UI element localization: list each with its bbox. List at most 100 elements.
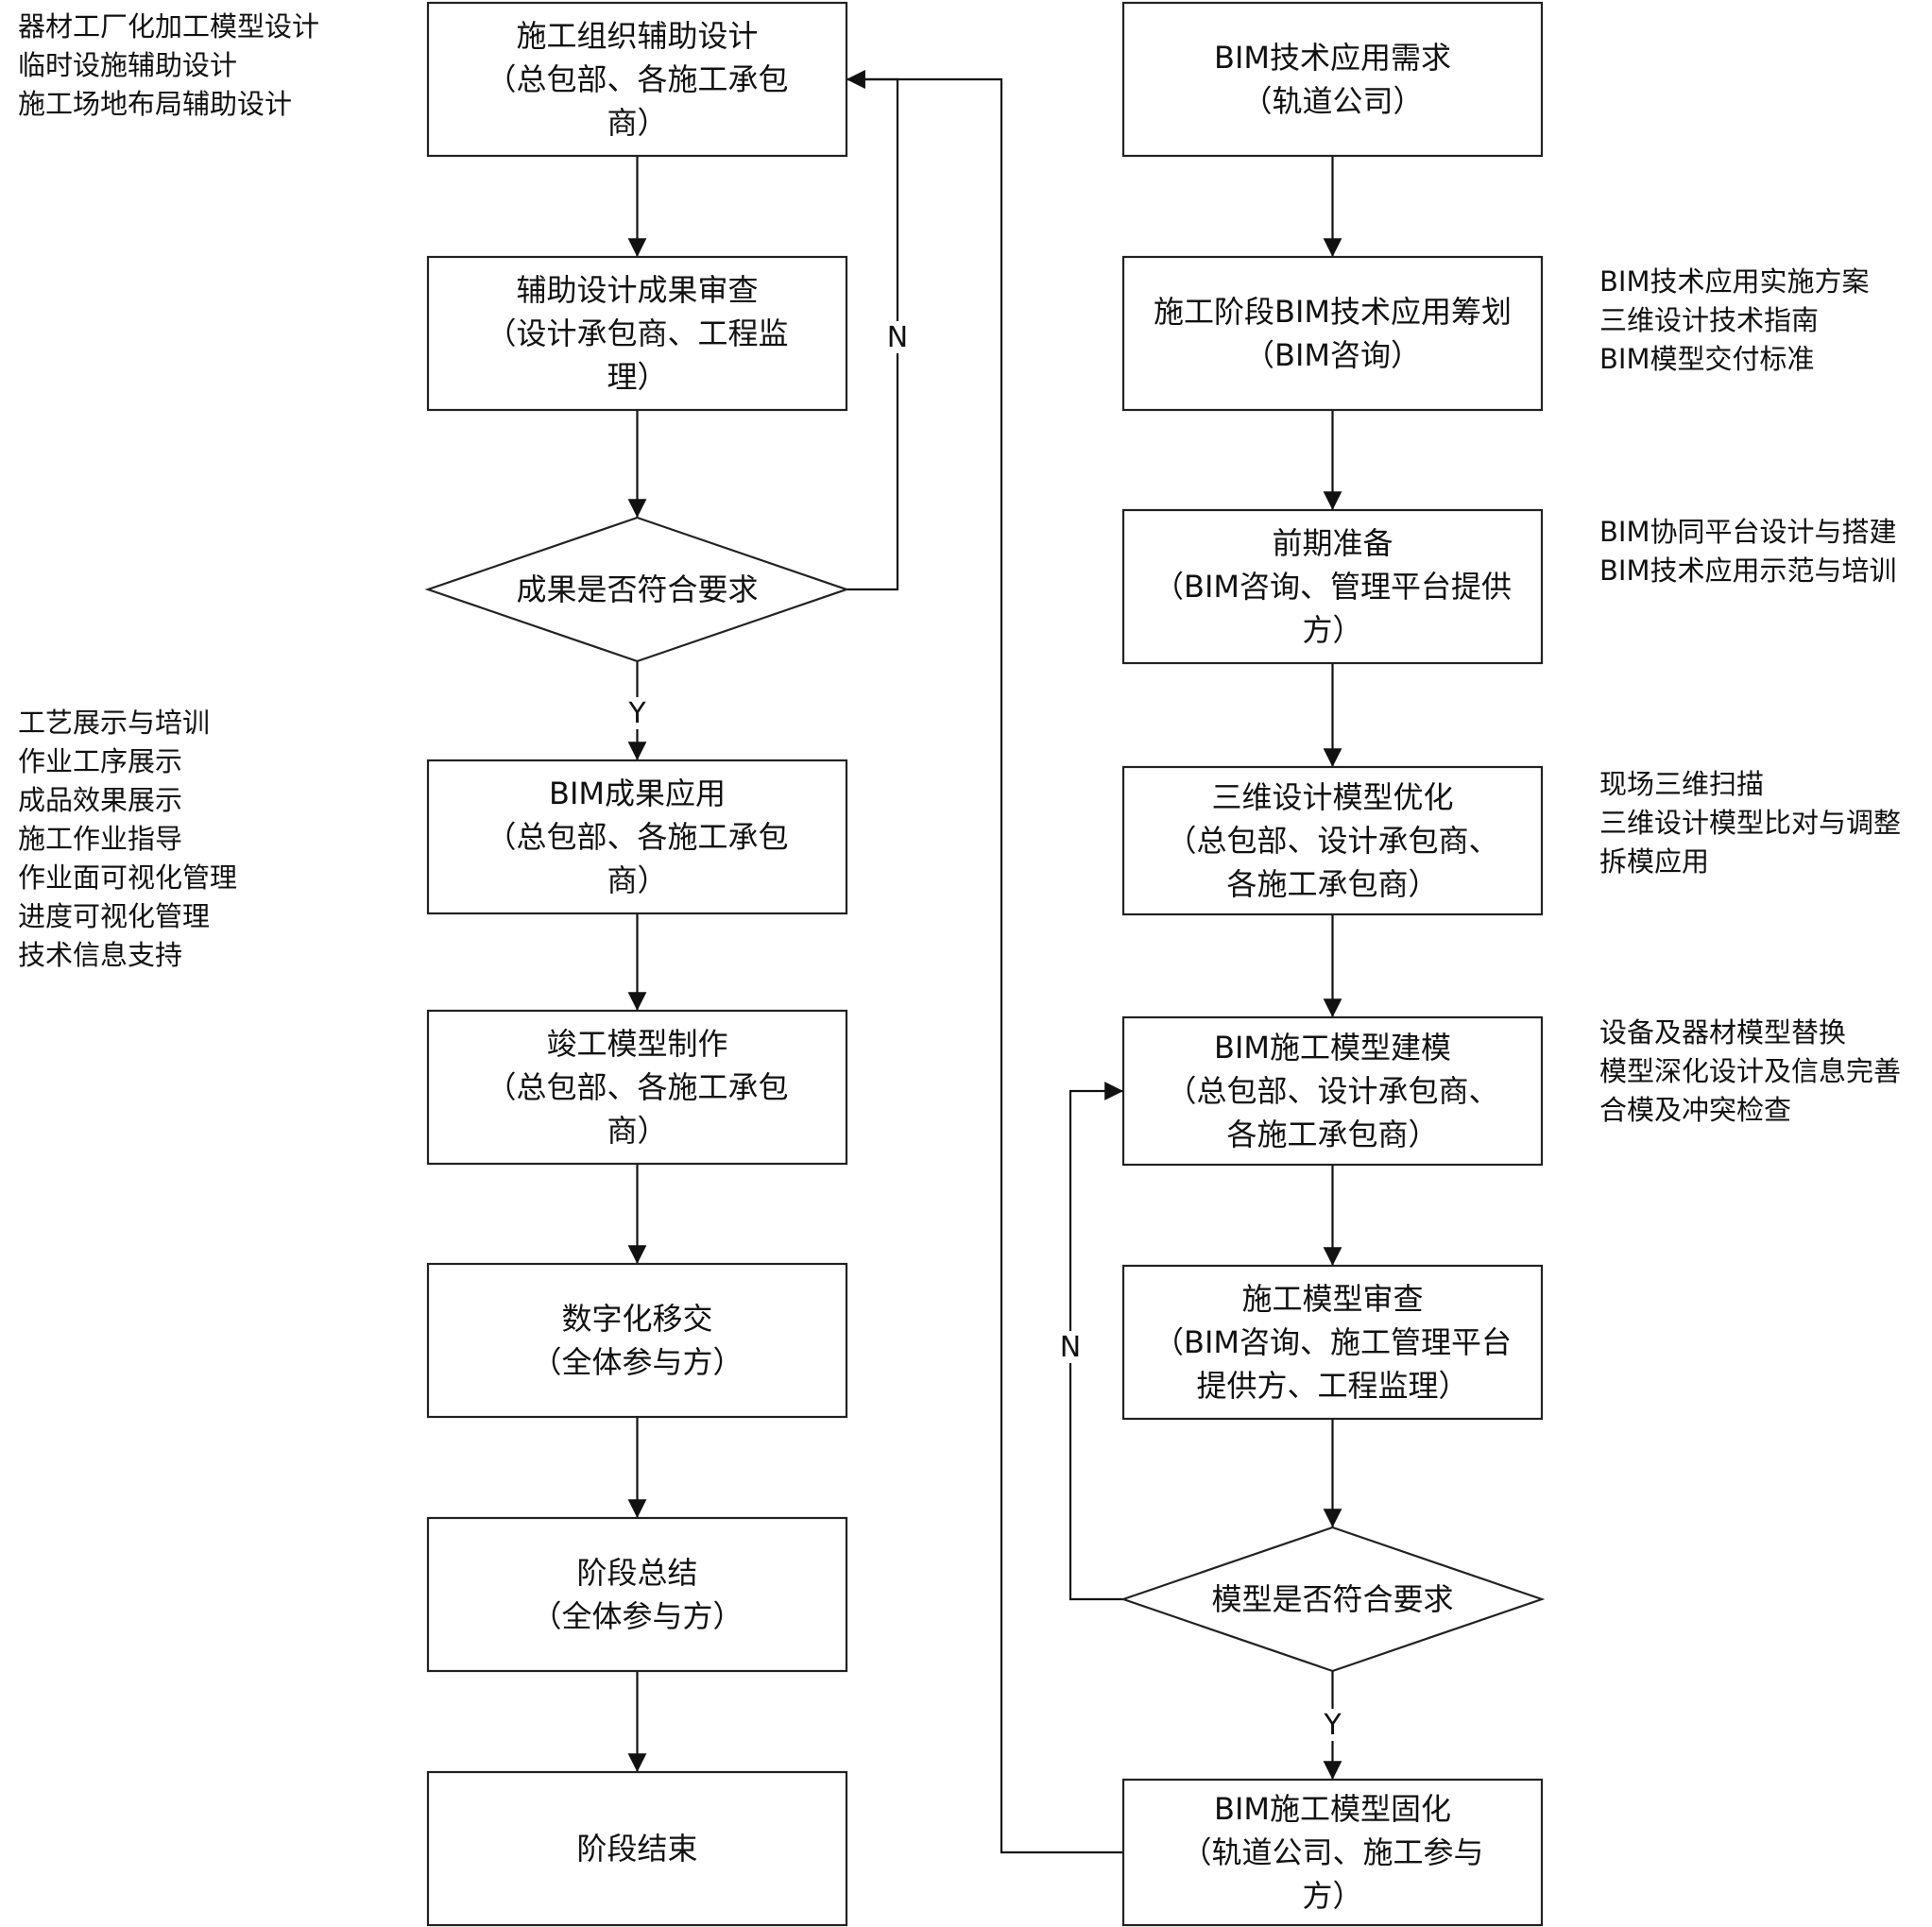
note-line: BIM技术应用示范与培训 [1599, 554, 1897, 587]
node-label-line: 辅助设计成果审查 [516, 272, 758, 308]
note-line: BIM技术应用实施方案 [1599, 265, 1870, 298]
node-box [426, 1516, 848, 1673]
node-box [426, 1770, 848, 1927]
decision-l3: 成果是否符合要求 [424, 516, 850, 663]
process-r4: 三维设计模型优化（总包部、设计承包商、各施工承包商） [1121, 765, 1544, 916]
connectors [627, 70, 1342, 1854]
note-line: 合模及冲突检查 [1599, 1094, 1792, 1126]
node-label-line: 各施工承包商） [1226, 1117, 1438, 1152]
note-optimization: 现场三维扫描三维设计模型比对与调整拆模应用 [1599, 765, 1901, 881]
node-label-line: 施工组织辅助设计 [516, 18, 758, 54]
node-label-line: 方） [1302, 1878, 1362, 1914]
decision-diamond [424, 516, 850, 663]
note-line: 器材工厂化加工模型设计 [18, 10, 320, 43]
edge-label-bg [1319, 1709, 1346, 1741]
node-label-line: 模型是否符合要求 [1211, 1581, 1453, 1617]
node-label-line: （总包部、设计承包商、 [1166, 1073, 1498, 1109]
node-label-line: 商） [607, 1113, 667, 1149]
edge-label-left-yes: Y [627, 697, 646, 730]
note-design: 器材工厂化加工模型设计临时设施辅助设计施工场地布局辅助设计 [18, 8, 319, 124]
node-box [1121, 765, 1544, 916]
edge-label-right-yes: Y [1323, 1709, 1342, 1742]
note-line: 三维设计技术指南 [1599, 304, 1820, 336]
node-label-line: 成果是否符合要求 [516, 571, 758, 607]
node-box [1121, 1015, 1544, 1167]
process-l2: 辅助设计成果审查（设计承包商、工程监理） [426, 255, 848, 412]
note-line: 现场三维扫描 [1599, 768, 1765, 800]
note-line: 工艺展示与培训 [18, 707, 211, 739]
process-r5: BIM施工模型建模 （总包部、设计承包商、各施工承包商） [1121, 1015, 1544, 1167]
node-label-line: （总包部、设计承包商、 [1166, 823, 1498, 859]
node-label-line: 竣工模型制作 [546, 1026, 727, 1062]
node-label-line: 前期准备 [1272, 525, 1393, 561]
note-line: 作业工序展示 [18, 745, 183, 777]
process-l8: 阶段结束 [426, 1770, 848, 1927]
node-label-line: （轨道公司、施工参与 [1181, 1834, 1483, 1870]
node-box [1121, 1, 1544, 158]
node-label-line: （BIM咨询、管理平台提供 [1154, 569, 1512, 605]
node-label-line: （BIM咨询） [1244, 337, 1421, 373]
node-label-line: 阶段结束 [576, 1831, 697, 1867]
node-label-line: （总包部、各施工承包 [486, 819, 788, 855]
connector-r8-to-l1 [846, 70, 1123, 1854]
node-label-line: 方） [1302, 612, 1362, 648]
note-line: BIM协同平台设计与搭建 [1599, 516, 1897, 548]
node-label-line: （BIM咨询、施工管理平台 [1154, 1324, 1512, 1360]
note-line: 三维设计模型比对与调整 [1599, 807, 1902, 839]
edge-label-bg [884, 321, 911, 353]
node-label-line: （总包部、各施工承包 [486, 61, 788, 97]
process-r2: 施工阶段BIM技术应用筹划 （BIM咨询） [1121, 255, 1544, 412]
edge-label-bg [624, 697, 651, 729]
node-box [1121, 1778, 1544, 1927]
note-line: 临时设施辅助设计 [18, 49, 238, 81]
node-label-line: 施工模型审查 [1241, 1281, 1423, 1317]
note-line: BIM模型交付标准 [1599, 343, 1815, 375]
note-planning: BIM技术应用实施方案三维设计技术指南 BIM模型交付标准 [1599, 263, 1869, 379]
note-line: 技术信息支持 [18, 939, 183, 971]
decision-r7: 模型是否符合要求 [1120, 1526, 1546, 1673]
node-box [426, 759, 848, 915]
note-line: 进度可视化管理 [18, 900, 211, 932]
node-label-line: 各施工承包商） [1226, 866, 1438, 902]
flow-nodes: 施工组织辅助设计（总包部、各施工承包商）辅助设计成果审查（设计承包商、工程监理）… [424, 1, 1546, 1927]
process-l6: 数字化移交（全体参与方） [426, 1262, 848, 1419]
node-label-line: （轨道公司） [1241, 83, 1423, 119]
node-label-line: 商） [607, 105, 667, 141]
node-label-line: BIM施工模型固化 [1214, 1791, 1451, 1827]
note-line: 设备及器材模型替换 [1599, 1016, 1847, 1049]
node-box [1121, 508, 1544, 665]
note-line: 成品效果展示 [18, 784, 183, 816]
node-label-line: 数字化移交 [561, 1301, 712, 1337]
note-application: 工艺展示与培训作业工序展示成品效果展示施工作业指导作业面可视化管理进度可视化管理… [18, 704, 237, 975]
note-line: 施工场地布局辅助设计 [18, 88, 293, 120]
edge-label-left-no: N [887, 321, 908, 354]
process-l5: 竣工模型制作（总包部、各施工承包商） [426, 1009, 848, 1166]
node-box [426, 1262, 848, 1419]
node-box [426, 255, 848, 412]
note-line: 施工作业指导 [18, 823, 183, 855]
decision-diamond [1120, 1526, 1546, 1673]
note-preparation: BIM协同平台设计与搭建 BIM技术应用示范与培训 [1599, 513, 1896, 590]
note-modeling: 设备及器材模型替换模型深化设计及信息完善合模及冲突检查 [1599, 1014, 1901, 1130]
node-label-line: BIM成果应用 [549, 776, 726, 811]
node-label-line: 提供方、工程监理） [1196, 1368, 1468, 1404]
node-label-line: 商） [607, 862, 667, 898]
process-l7: 阶段总结（全体参与方） [426, 1516, 848, 1673]
node-box [1121, 255, 1544, 412]
edge-label-bg [1057, 1331, 1084, 1363]
note-line: 模型深化设计及信息完善 [1599, 1055, 1902, 1087]
node-box [426, 1, 848, 158]
note-line: 作业面可视化管理 [18, 861, 238, 894]
node-label-line: BIM施工模型建模 [1214, 1030, 1451, 1066]
note-line: 拆模应用 [1599, 845, 1710, 878]
node-box [426, 1009, 848, 1166]
node-label-line: 施工阶段BIM技术应用筹划 [1154, 294, 1512, 330]
node-label-line: （设计承包商、工程监 [486, 315, 788, 351]
process-l1: 施工组织辅助设计 （总包部、各施工承包商） [426, 1, 848, 158]
process-l4: BIM成果应用 （总包部、各施工承包商） [426, 759, 848, 915]
